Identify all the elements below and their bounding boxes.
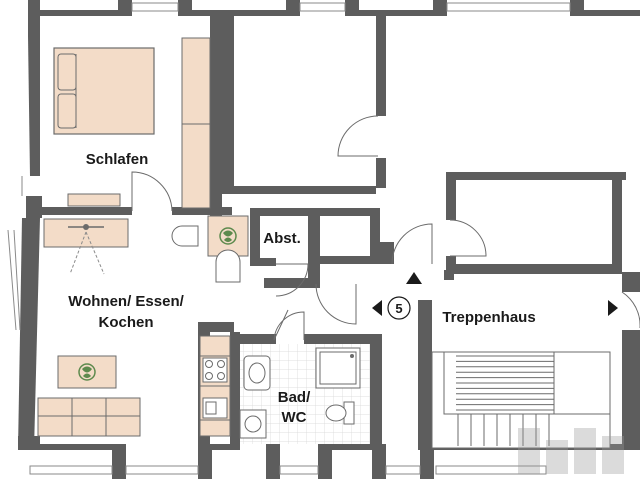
dining-set — [171, 215, 249, 283]
label-bad: Bad/ — [278, 389, 311, 406]
label-treppenhaus: Treppenhaus — [442, 309, 535, 326]
left-wall — [18, 16, 42, 450]
interior-walls — [40, 16, 640, 450]
wardrobe — [181, 37, 211, 209]
bathroom-fixtures — [239, 347, 361, 439]
label-wohnen: Wohnen/ Essen/ — [68, 293, 184, 310]
left-windows — [7, 176, 23, 331]
top-windows — [131, 2, 571, 12]
door-swings — [131, 115, 640, 341]
label-schlafen: Schlafen — [86, 151, 149, 168]
bottom-windows — [29, 465, 547, 475]
top-facade — [28, 0, 640, 30]
desk-lamp — [43, 218, 129, 275]
room-labels: Schlafen Abst. Wohnen/ Essen/ Kochen Bad… — [68, 151, 535, 426]
logo-mark — [518, 428, 624, 474]
bedroom-bench — [67, 193, 121, 207]
sofa — [37, 397, 141, 437]
label-wc: WC — [282, 409, 307, 426]
bed — [53, 47, 155, 135]
label-kochen: Kochen — [98, 314, 153, 331]
stair-number-badge — [387, 296, 411, 320]
stair-hall-markers: 5 — [372, 272, 618, 320]
label-abst: Abst. — [263, 230, 301, 247]
plant-icon — [78, 363, 96, 381]
stair-number: 5 — [395, 301, 402, 316]
staircase — [431, 351, 611, 449]
kitchen-counter — [199, 335, 231, 437]
